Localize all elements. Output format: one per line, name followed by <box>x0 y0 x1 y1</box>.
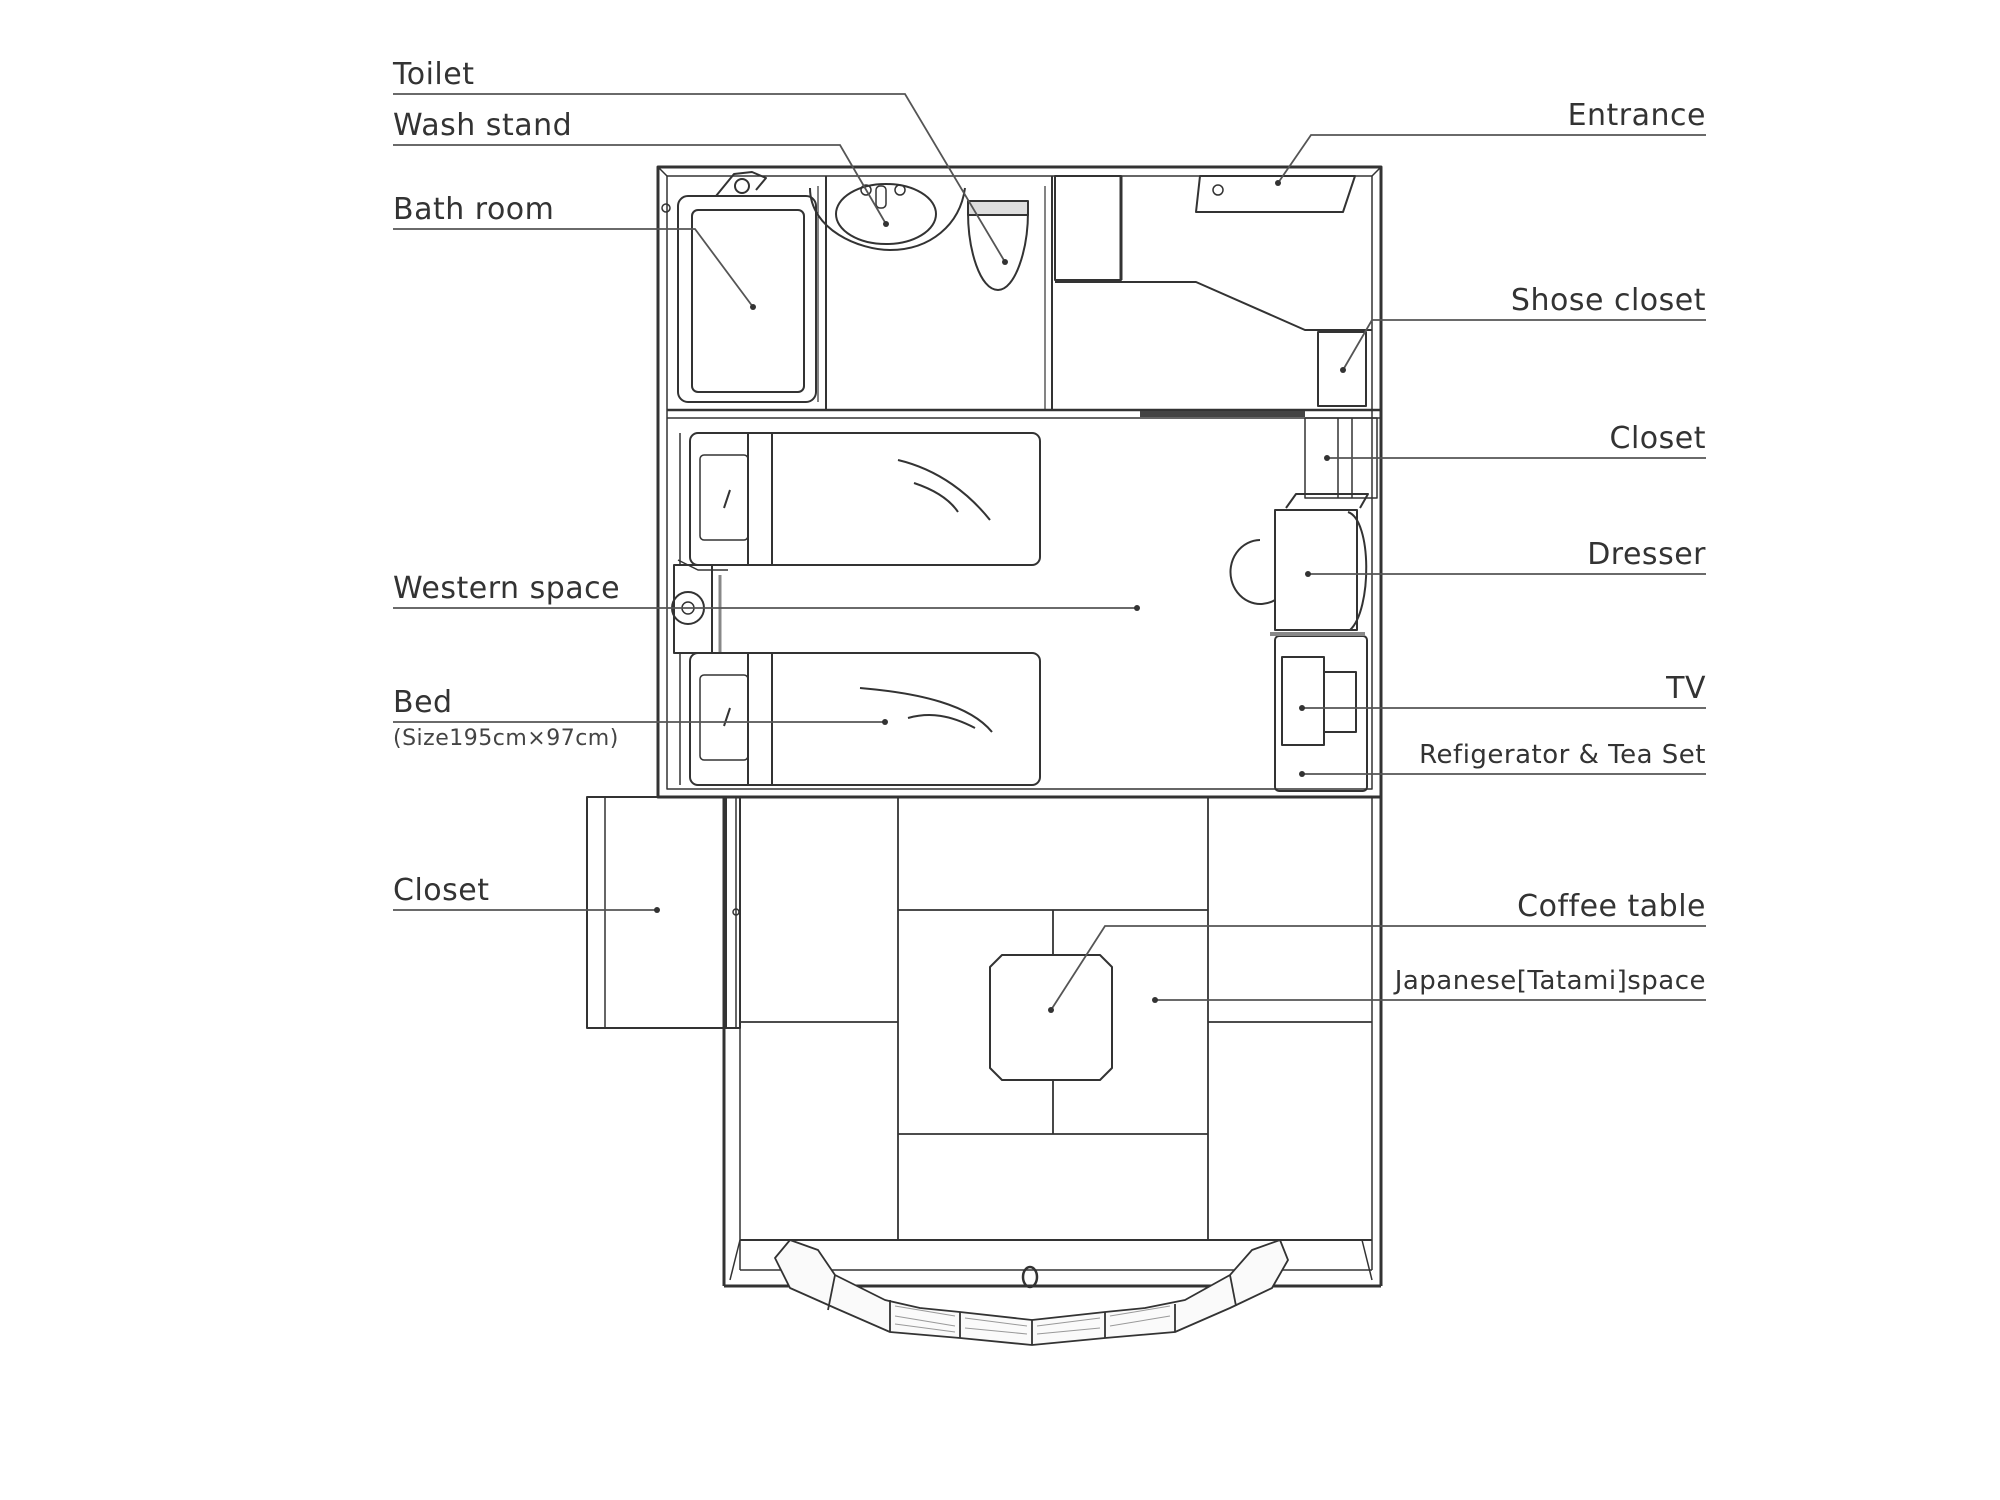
wash-stand <box>810 184 965 250</box>
outer-wall-upper <box>658 167 1381 797</box>
label-toilet: Toilet <box>393 57 475 92</box>
toilet <box>968 201 1028 290</box>
label-coffee-table: Coffee table <box>1517 889 1706 924</box>
entrance-storage <box>1055 176 1372 330</box>
label-bath-room: Bath room <box>393 192 555 227</box>
label-tatami-space: Japanese[Tatami]space <box>1394 966 1706 996</box>
label-bed-size: (Size195cm×97cm) <box>393 726 619 751</box>
bathtub <box>662 172 816 402</box>
dresser <box>1230 494 1368 630</box>
leader-dots <box>654 180 1346 1013</box>
bed-bottom <box>680 653 1040 785</box>
room-divider-wall <box>667 410 1381 418</box>
label-wash-stand: Wash stand <box>393 108 573 143</box>
shoe-closet <box>1318 332 1366 406</box>
label-shoe-closet: Shose closet <box>1510 283 1706 318</box>
label-dresser: Dresser <box>1587 537 1706 572</box>
tv-cabinet <box>1270 634 1367 791</box>
label-closet-right: Closet <box>1609 421 1706 456</box>
coffee-table <box>990 955 1112 1080</box>
closet-left <box>587 797 740 1028</box>
bed-top <box>678 433 1040 570</box>
label-closet-left: Closet <box>393 873 490 908</box>
nightstand <box>672 565 720 653</box>
label-western-space: Western space <box>393 571 621 606</box>
label-tv: TV <box>1666 671 1706 706</box>
label-entrance: Entrance <box>1567 98 1706 133</box>
label-bed: Bed <box>393 685 453 720</box>
label-refrigerator-tea-set: Refigerator & Tea Set <box>1419 740 1706 770</box>
tatami-mats <box>740 797 1372 1240</box>
bay-window <box>775 1240 1288 1345</box>
leader-lines <box>393 94 1706 1010</box>
